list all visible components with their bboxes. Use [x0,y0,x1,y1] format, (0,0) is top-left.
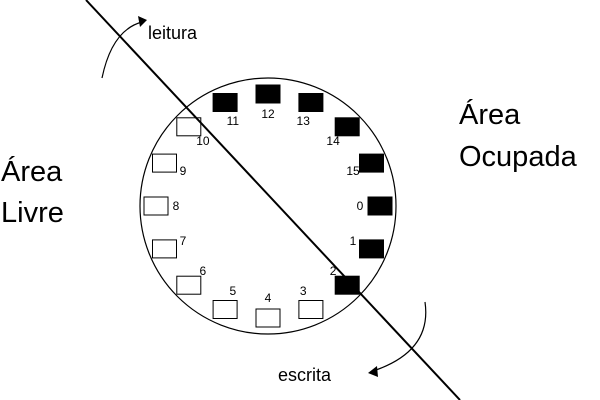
slot-label-9: 9 [180,164,187,178]
slot-13 [298,93,324,112]
slot-5 [212,300,238,319]
buffer-ring [139,77,397,335]
free-area-label-line1: Área [1,155,63,188]
slot-7 [152,239,177,259]
write-rotation-arrow [375,301,427,371]
slot-label-5: 5 [229,284,236,298]
slot-label-14: 14 [326,134,340,148]
slot-label-6: 6 [200,264,207,278]
slot-label-7: 7 [180,234,187,248]
slot-label-4: 4 [265,291,272,305]
read-label: leitura [148,23,198,43]
slot-label-12: 12 [261,107,275,121]
slot-4 [255,308,281,328]
slot-label-10: 10 [196,134,210,148]
slot-12 [255,84,281,104]
slot-label-13: 13 [297,114,311,128]
slot-1 [359,239,384,259]
slot-0 [367,196,393,216]
slot-11 [212,93,238,112]
slot-label-11: 11 [227,114,240,128]
slot-label-2: 2 [330,264,337,278]
slot-6 [176,275,202,295]
divider-line [85,0,461,400]
occupied-area-label-line2: Ocupada [459,141,578,173]
slot-9 [152,153,177,173]
slot-15 [359,153,384,173]
read-arrowhead-icon [138,16,147,27]
write-arrowhead-icon [368,366,378,377]
occupied-area-label-line1: Área [459,98,521,131]
slot-14 [334,117,360,137]
slot-label-0: 0 [357,199,364,213]
free-area-label-line2: Livre [1,197,64,229]
slot-label-15: 15 [346,164,360,178]
slot-label-8: 8 [173,199,180,213]
read-rotation-arrow [101,21,143,79]
write-label: escrita [278,365,332,385]
slot-8 [143,196,169,216]
slot-10 [176,117,202,137]
slot-3 [298,300,324,319]
slot-label-3: 3 [300,284,307,298]
slot-label-1: 1 [350,234,357,248]
slot-2 [334,275,360,295]
